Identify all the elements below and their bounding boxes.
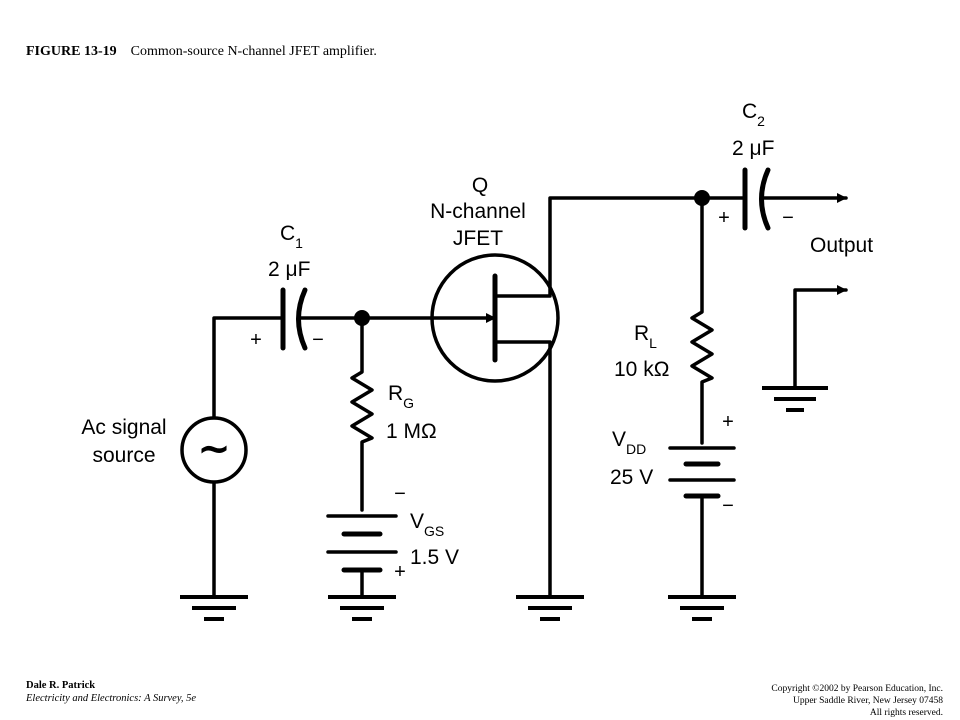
rg-value-label: 1 MΩ (386, 420, 437, 443)
rg-ref-label: RG (388, 382, 414, 411)
c1-minus-sign: − (312, 329, 324, 351)
jfet-body (430, 253, 560, 383)
ground-icon-vdd (668, 595, 736, 621)
vdd-minus-sign: − (722, 495, 734, 517)
junction-dot-gate (354, 310, 370, 326)
rl-ref-label: RL (634, 322, 657, 351)
output-label: Output (810, 234, 873, 257)
jfet-type-label-1: N-channel (430, 200, 526, 223)
c2-ref-label: C2 (742, 100, 765, 129)
c2-minus-sign: − (782, 207, 794, 229)
vgs-plus-sign: + (394, 561, 406, 583)
vgs-value-label: 1.5 V (410, 546, 459, 569)
c2-plate-minus (759, 167, 771, 231)
figure-title: Common-source N-channel JFET amplifier. (130, 44, 377, 59)
ac-wave-icon: ~ (197, 426, 231, 472)
footer-left: Dale R. Patrick Electricity and Electron… (26, 679, 196, 705)
c1-plus-sign: + (250, 329, 262, 351)
ac-source-symbol (180, 416, 248, 484)
footer-copyright: Copyright ©2002 by Pearson Education, In… (771, 683, 943, 719)
copyright-line-3: All rights reserved. (869, 708, 943, 718)
rl-resistor (690, 196, 714, 445)
copyright-line-1: Copyright ©2002 by Pearson Education, In… (771, 684, 943, 694)
figure-caption: FIGURE 13-19 Common-source N-channel JFET… (26, 44, 377, 60)
ground-icon-vgs (328, 595, 396, 621)
ac-source-label-1: Ac signal (81, 416, 166, 439)
footer-author: Dale R. Patrick (26, 680, 96, 691)
c1-value-label: 2 μF (268, 258, 310, 281)
vgs-minus-sign: − (394, 483, 406, 505)
figure-number: FIGURE 13-19 (26, 44, 117, 59)
ground-icon-jfet-source (516, 595, 584, 621)
rg-resistor (350, 316, 374, 512)
source-top-wire (212, 316, 284, 420)
jfet-ref-label: Q (472, 174, 488, 197)
junction-dot-drain (694, 190, 710, 206)
c2-plus-sign: + (718, 207, 730, 229)
vdd-ref-label: VDD (612, 428, 646, 457)
jfet-source-lead (493, 340, 552, 599)
c2-value-label: 2 μF (732, 137, 774, 160)
ac-source-label-2: source (92, 444, 155, 467)
jfet-type-label-2: JFET (453, 227, 503, 250)
vdd-plus-sign: + (722, 411, 734, 433)
vdd-value-label: 25 V (610, 466, 653, 489)
c1-ref-label: C1 (280, 222, 303, 251)
ground-icon-source (180, 595, 248, 621)
vgs-ref-label: VGS (410, 510, 444, 539)
footer-book-title: Electricity and Electronics: A Survey, 5… (26, 693, 197, 704)
c1-plate-minus (296, 287, 308, 351)
copyright-line-2: Upper Saddle River, New Jersey 07458 (792, 696, 943, 706)
ground-icon-output (762, 386, 828, 412)
output-ground-arrow (793, 285, 848, 388)
jfet-drain-lead (493, 196, 704, 298)
rl-value-label: 10 kΩ (614, 358, 669, 381)
